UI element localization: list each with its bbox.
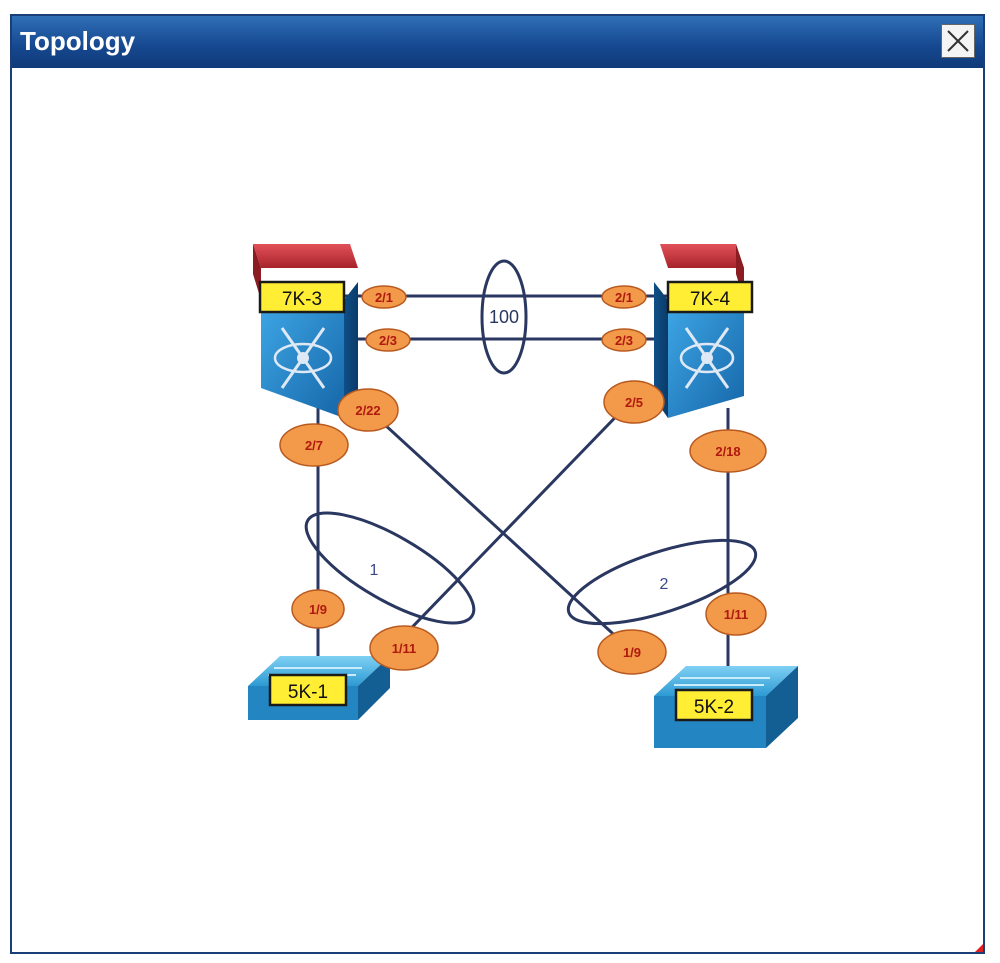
port-5k2-1-11: 1/11 bbox=[724, 607, 749, 622]
port-channel-100-oval[interactable] bbox=[480, 259, 528, 375]
port-7k3-2-3: 2/3 bbox=[379, 333, 397, 348]
port-channel-1-oval[interactable] bbox=[292, 493, 489, 643]
port-7k4-2-18: 2/18 bbox=[715, 444, 740, 459]
port-badges: 2/1 2/1 2/3 2/3 2/22 2/5 2/7 bbox=[279, 285, 767, 675]
topology-window: Topology bbox=[10, 14, 985, 954]
window-title: Topology bbox=[20, 26, 136, 56]
port-7k3-2-1: 2/1 bbox=[375, 290, 393, 305]
port-channel-100-label: 100 bbox=[489, 307, 519, 327]
topology-canvas: 100 1 2 7K-3 7K-4 5K-1 5K-2 bbox=[12, 68, 983, 952]
port-5k1-1-9: 1/9 bbox=[309, 602, 327, 617]
title-bar[interactable]: Topology bbox=[12, 16, 983, 68]
port-7k3-2-22: 2/22 bbox=[355, 403, 380, 418]
port-7k4-2-5: 2/5 bbox=[625, 395, 643, 410]
device-label-5k1: 5K-1 bbox=[288, 682, 328, 703]
port-7k3-2-7: 2/7 bbox=[305, 438, 323, 453]
close-button[interactable] bbox=[941, 24, 975, 58]
port-7k4-2-3: 2/3 bbox=[615, 333, 633, 348]
link-7k4-5k1 bbox=[390, 396, 636, 650]
device-7k4[interactable] bbox=[654, 244, 744, 418]
device-7k3[interactable] bbox=[253, 244, 358, 418]
port-7k4-2-1: 2/1 bbox=[615, 290, 633, 305]
port-channel-1-label: 1 bbox=[370, 562, 379, 579]
port-5k1-1-11: 1/11 bbox=[392, 641, 417, 656]
topology-diagram: 100 1 2 7K-3 7K-4 5K-1 5K-2 bbox=[248, 244, 798, 748]
port-channels: 100 1 2 bbox=[292, 259, 765, 643]
device-label-7k3: 7K-3 bbox=[282, 289, 322, 310]
close-icon bbox=[947, 30, 969, 52]
device-labels: 7K-3 7K-4 5K-1 5K-2 bbox=[258, 280, 754, 722]
port-5k2-1-9: 1/9 bbox=[623, 645, 641, 660]
port-channel-2-label: 2 bbox=[660, 576, 669, 593]
resize-grip[interactable] bbox=[975, 944, 983, 952]
device-label-5k2: 5K-2 bbox=[694, 697, 734, 718]
device-label-7k4: 7K-4 bbox=[690, 289, 731, 310]
port-channel-2-oval[interactable] bbox=[560, 523, 765, 641]
